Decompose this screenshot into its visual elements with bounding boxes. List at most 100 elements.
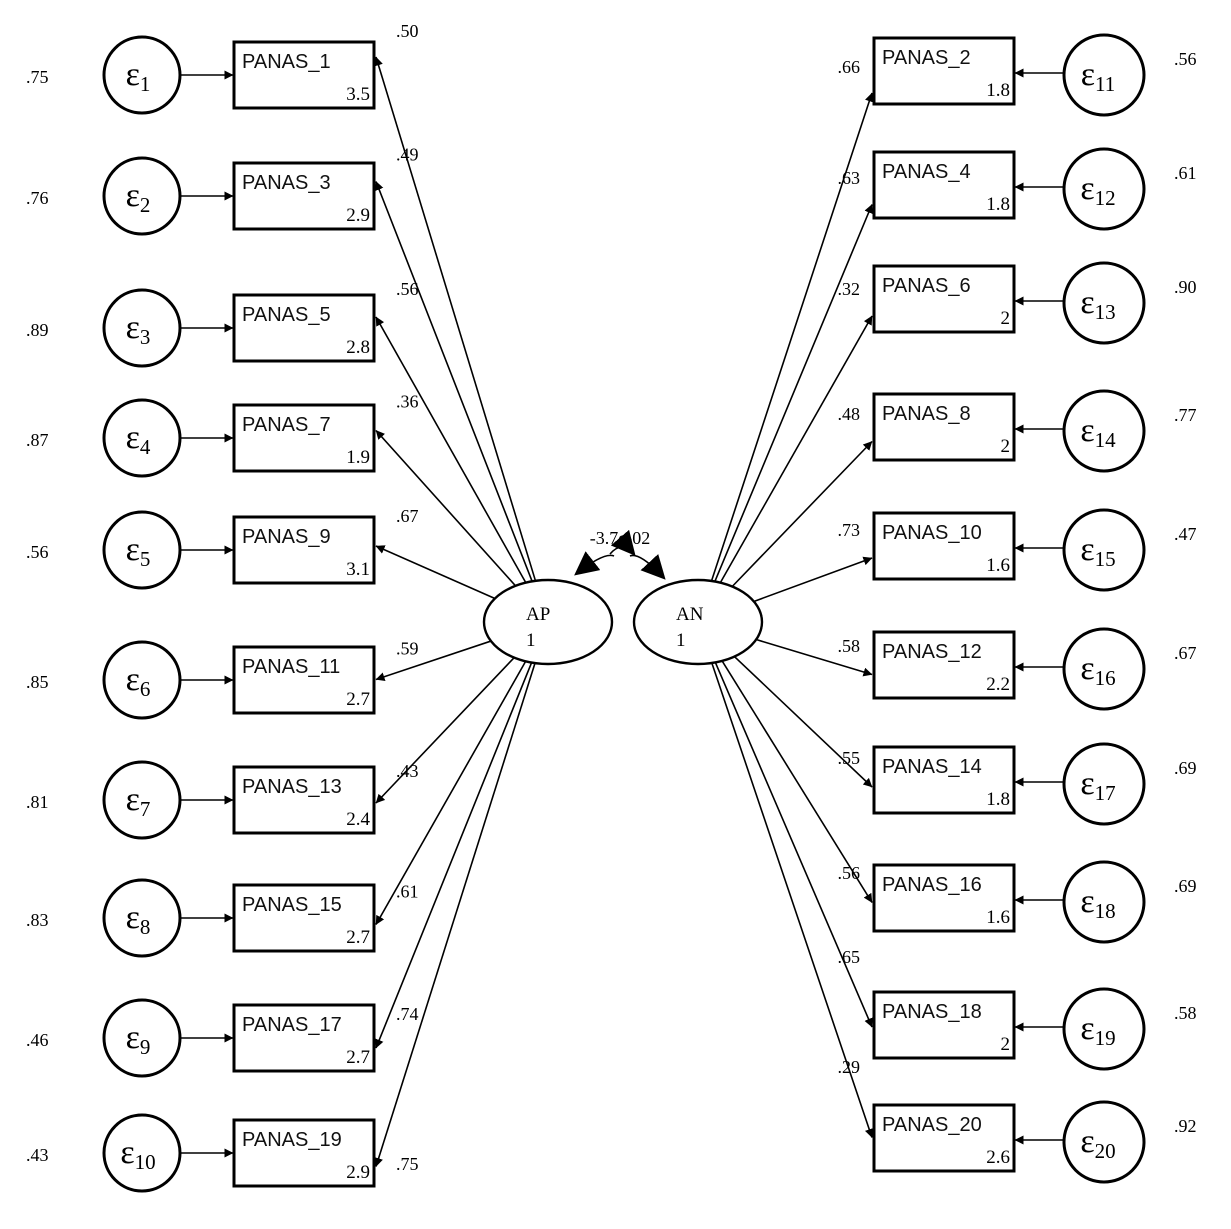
indicator-name: PANAS_3 xyxy=(242,172,331,194)
loading-arrow xyxy=(719,315,873,584)
error-variance-label: .85 xyxy=(26,672,49,692)
indicator-name: PANAS_10 xyxy=(882,522,982,544)
error-index: 16 xyxy=(1095,666,1116,690)
error-variance-label: .75 xyxy=(26,67,49,87)
error-index: 11 xyxy=(1095,72,1115,96)
loading-label: .50 xyxy=(396,21,419,41)
error-term-circle xyxy=(102,760,182,840)
epsilon-symbol: ε xyxy=(126,781,140,818)
error-term-circle xyxy=(102,640,182,720)
covariance-arrow-right xyxy=(629,553,666,580)
indicator-box xyxy=(872,1103,1016,1173)
indicator-intercept: 2.7 xyxy=(346,927,370,948)
error-index: 6 xyxy=(140,677,151,701)
error-variance-label: .87 xyxy=(26,430,49,450)
latent-variance: 1 xyxy=(676,630,686,651)
indicator-name: PANAS_11 xyxy=(242,656,340,678)
covariance-label: -3.7e-02 xyxy=(590,528,650,548)
indicator-box xyxy=(232,515,376,585)
error-term-circle xyxy=(102,878,182,958)
loading-arrow xyxy=(753,556,873,603)
error-term-label: ε19 xyxy=(1080,1010,1115,1050)
error-index: 20 xyxy=(1095,1139,1116,1163)
error-variance-label: .90 xyxy=(1174,277,1197,297)
indicator-box xyxy=(232,883,376,953)
error-term-label: ε3 xyxy=(126,309,151,349)
error-variance-label: .83 xyxy=(26,910,49,930)
indicator-intercept: 2.7 xyxy=(346,1047,370,1068)
epsilon-symbol: ε xyxy=(1080,765,1094,802)
loading-label: .48 xyxy=(838,404,861,424)
epsilon-symbol: ε xyxy=(1080,1010,1094,1047)
error-index: 17 xyxy=(1095,781,1116,805)
error-term-label: ε16 xyxy=(1080,650,1115,690)
indicator-name: PANAS_12 xyxy=(882,641,982,663)
error-term-circle xyxy=(1062,742,1146,826)
indicator-box xyxy=(872,863,1016,933)
loading-label: .75 xyxy=(396,1154,419,1174)
error-index: 18 xyxy=(1095,899,1116,923)
error-term-circle xyxy=(102,288,182,368)
indicator-name: PANAS_15 xyxy=(242,894,342,916)
error-term-label: ε12 xyxy=(1080,170,1115,210)
indicator-box xyxy=(232,40,376,110)
loading-label: .61 xyxy=(396,882,419,902)
covariance-arrow-left xyxy=(574,551,615,576)
loading-arrow xyxy=(714,204,873,582)
loading-arrow xyxy=(375,429,517,587)
error-variance-label: .58 xyxy=(1174,1003,1197,1023)
error-term-circle xyxy=(1062,261,1146,345)
loading-label: .63 xyxy=(838,168,861,188)
loading-arrow xyxy=(711,662,874,1138)
error-term-label: ε6 xyxy=(126,661,151,701)
error-index: 1 xyxy=(140,72,151,96)
error-term-circle xyxy=(1062,389,1146,473)
loading-label: .58 xyxy=(838,636,861,656)
indicator-name: PANAS_4 xyxy=(882,161,971,183)
error-term-circle xyxy=(102,510,182,590)
loading-arrow xyxy=(721,660,873,903)
loading-label: .55 xyxy=(838,748,861,768)
error-term-circle xyxy=(102,35,182,115)
indicator-name: PANAS_2 xyxy=(882,47,971,69)
epsilon-symbol: ε xyxy=(126,177,140,214)
epsilon-symbol: ε xyxy=(1080,883,1094,920)
indicator-intercept: 2 xyxy=(1001,308,1011,329)
indicator-intercept: 2.9 xyxy=(346,1162,370,1183)
loading-arrow xyxy=(375,316,527,584)
indicator-box xyxy=(232,293,376,363)
indicator-intercept: 2.7 xyxy=(346,689,370,710)
error-variance-label: .61 xyxy=(1174,163,1197,183)
error-term-circle xyxy=(102,1113,182,1193)
error-variance-label: .47 xyxy=(1174,524,1197,544)
epsilon-symbol: ε xyxy=(1080,170,1094,207)
error-index: 2 xyxy=(140,193,151,217)
indicator-intercept: 1.6 xyxy=(986,555,1010,576)
error-term-label: ε4 xyxy=(126,419,151,459)
loading-arrow xyxy=(374,662,536,1167)
indicator-name: PANAS_16 xyxy=(882,874,982,896)
indicator-intercept: 2.4 xyxy=(346,809,370,830)
loading-label: .59 xyxy=(396,639,419,659)
indicator-box xyxy=(872,392,1016,462)
error-term-circle xyxy=(102,156,182,236)
indicator-name: PANAS_17 xyxy=(242,1014,342,1036)
error-term-label: ε13 xyxy=(1080,284,1115,324)
error-variance-label: .89 xyxy=(26,320,49,340)
loading-arrow xyxy=(374,56,537,582)
indicator-intercept: 3.1 xyxy=(346,559,370,580)
indicator-name: PANAS_20 xyxy=(882,1114,982,1136)
error-term-circle xyxy=(1062,627,1146,711)
indicator-name: PANAS_7 xyxy=(242,414,331,436)
epsilon-symbol: ε xyxy=(1080,284,1094,321)
loading-arrow xyxy=(714,662,873,1028)
epsilon-symbol: ε xyxy=(126,419,140,456)
loading-arrow xyxy=(375,660,527,925)
indicator-box xyxy=(872,745,1016,815)
indicator-box xyxy=(232,1003,376,1073)
indicator-name: PANAS_13 xyxy=(242,776,342,798)
error-index: 12 xyxy=(1095,186,1116,210)
indicator-box xyxy=(872,990,1016,1060)
loading-label: .32 xyxy=(838,279,861,299)
